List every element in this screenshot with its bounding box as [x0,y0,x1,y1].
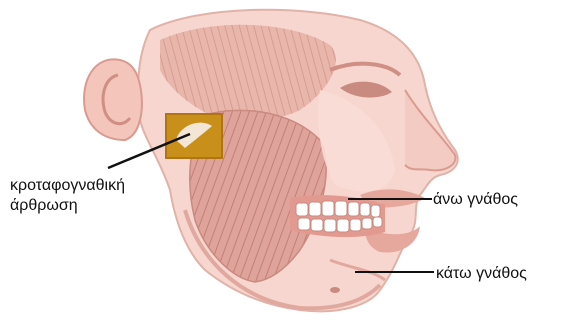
tmj-label-line2: άρθρωση [10,196,125,216]
upper-jaw-label: άνω γνάθος [433,190,518,210]
tmj-label-line1: κροταφογναθική [10,176,125,196]
lower-jaw-label: κάτω γνάθος [436,264,527,284]
ear [84,59,142,140]
tmj-label: κροταφογναθική άρθρωση [10,176,125,216]
